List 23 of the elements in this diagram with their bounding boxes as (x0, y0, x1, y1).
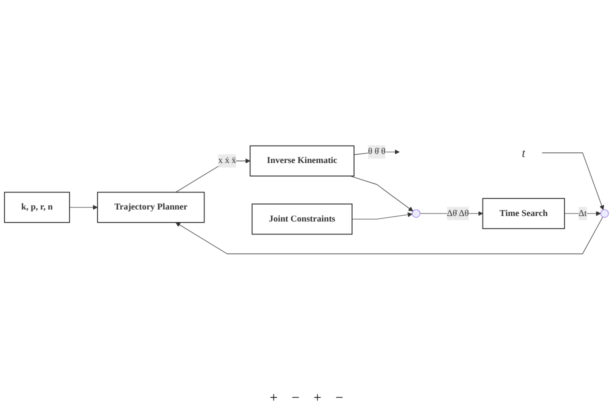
arrow (350, 176, 414, 212)
arrow (175, 158, 250, 193)
edge-label: θ θ̇ θ̈ (368, 146, 386, 156)
arrow (352, 212, 412, 220)
sign-label: + (314, 391, 322, 407)
node-box: Inverse Kinematic (250, 145, 354, 176)
node-circle (412, 209, 420, 218)
edge-label: Δθ̇ Δθ̈ (446, 208, 469, 218)
node-box: Time Search (482, 198, 565, 230)
node-circle (600, 209, 609, 218)
edge-label: x ẋ ẍ (218, 156, 236, 166)
node-box: k, p, r, n (4, 192, 70, 223)
arrow (354, 150, 400, 155)
node-text: t (522, 146, 526, 160)
arrow (542, 152, 604, 210)
node-box: Joint Constraints (252, 204, 352, 235)
sign-label: − (335, 391, 344, 407)
arrow (176, 216, 603, 254)
sign-label: − (292, 391, 300, 407)
edge-label: Δt (578, 208, 587, 218)
arrow (69, 204, 98, 210)
node-box: Trajectory Planner (97, 192, 205, 223)
sign-label: + (270, 391, 278, 407)
